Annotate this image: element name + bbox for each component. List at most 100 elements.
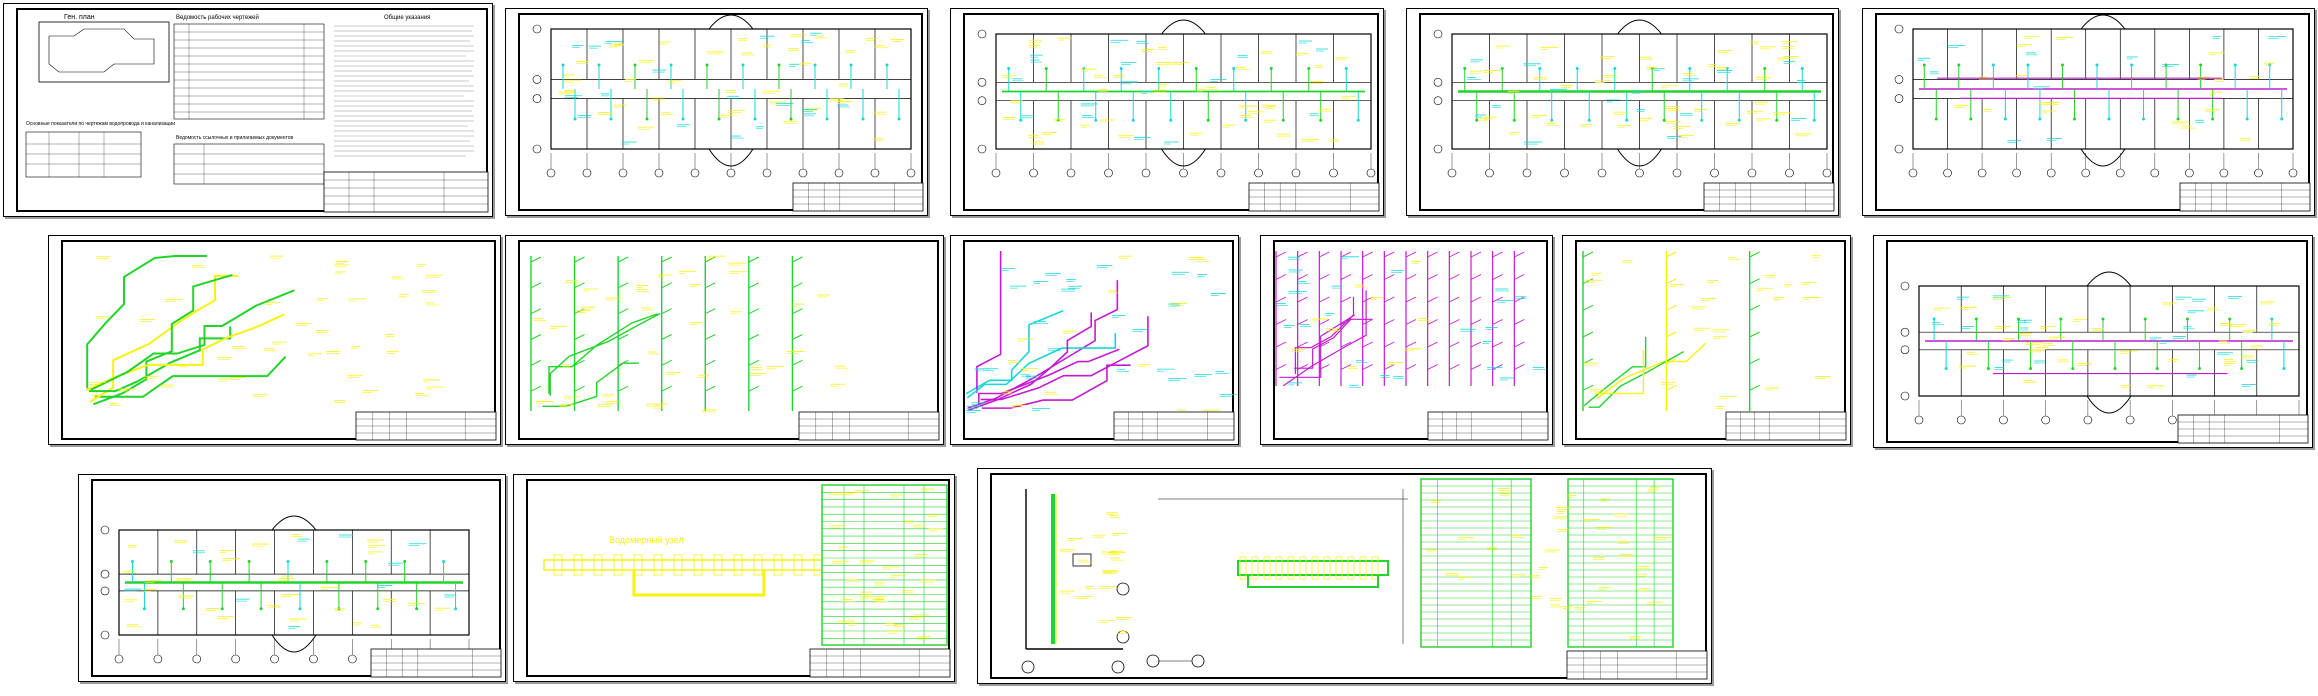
axis-bubble	[546, 168, 556, 178]
axis-bubble	[2081, 168, 2091, 178]
axis-bubble	[2254, 168, 2263, 178]
pipe-run	[967, 312, 1092, 412]
notes-content	[25, 21, 489, 213]
axis-bubble	[1956, 415, 1966, 425]
drawing-sheet-11[interactable]	[1873, 235, 2313, 448]
drawing-sheet-14[interactable]	[977, 468, 1712, 684]
pipe-run	[1588, 351, 1684, 408]
axis-bubble	[1433, 144, 1443, 154]
axis-bubble	[2219, 168, 2229, 178]
axis-bubble	[1597, 168, 1607, 178]
axis-bubble	[618, 168, 628, 178]
axis-bubble	[1943, 168, 1952, 178]
axis-bubble	[100, 586, 110, 596]
drawing-sheet-1[interactable]: Ген. план Ведомость рабочих чертежей Общ…	[3, 3, 493, 217]
riser-scheme	[530, 255, 940, 441]
floor-plan-drawing	[532, 14, 924, 212]
drawing-sheet-4[interactable]	[1406, 8, 1839, 216]
axis-bubble	[1066, 168, 1076, 178]
valve	[813, 554, 823, 576]
axis-bubble	[977, 78, 987, 87]
sheet-frame	[518, 240, 939, 440]
axis-bubble	[977, 96, 987, 105]
sheet-frame	[61, 240, 496, 440]
axis-bubble	[762, 168, 772, 178]
valve	[573, 554, 583, 576]
dome-bay	[1161, 19, 1206, 35]
water-meter-node	[543, 484, 951, 678]
axis-bubble	[870, 168, 880, 178]
pipe-run	[85, 313, 285, 392]
drawing-sheet-13[interactable]: Водомерный узел	[513, 474, 955, 682]
indicators-header: Основные показатели по чертежам водопров…	[26, 121, 176, 127]
valve	[553, 554, 563, 576]
drawing-sheet-5[interactable]	[1862, 8, 2315, 216]
axis-bubble	[582, 168, 592, 178]
axis-bubble	[2288, 168, 2298, 178]
axis-bubble	[834, 168, 844, 178]
axis-bubble	[690, 168, 700, 178]
fitting	[1359, 556, 1367, 580]
riser-grid-scheme	[1275, 251, 1549, 441]
sheet-frame	[963, 13, 1379, 211]
sheet-frame	[990, 473, 1707, 679]
drawing-sheet-2[interactable]	[505, 8, 928, 216]
floor-plan-drawing	[977, 19, 1380, 212]
axis-bubble	[2150, 168, 2160, 178]
valve	[733, 554, 743, 576]
sheet-frame	[526, 479, 950, 677]
drawing-sheet-7[interactable]	[505, 235, 944, 445]
axis-bubble	[1710, 168, 1719, 178]
axis-bubble	[2083, 415, 2093, 425]
axis-bubble	[1104, 168, 1113, 178]
axis-bubble	[2185, 168, 2194, 178]
axis-bubble	[1179, 168, 1188, 178]
fitting	[1251, 556, 1259, 580]
drawing-sheet-12[interactable]	[78, 474, 506, 682]
pipe-run	[965, 309, 1064, 395]
axis-bubble	[1116, 582, 1130, 596]
axis-bubble	[1522, 168, 1532, 178]
axis-bubble	[1146, 654, 1160, 668]
drawing-sheet-10[interactable]	[1562, 235, 1851, 445]
pipe-run	[1279, 314, 1356, 378]
axis-bubble	[1433, 78, 1443, 87]
axis-bubble	[1560, 168, 1569, 178]
axis-bubble	[532, 24, 542, 34]
axis-bubble	[100, 630, 110, 640]
plan-label: Ген. план	[64, 14, 95, 21]
axis-bubble	[726, 168, 736, 178]
axis-bubble	[1291, 168, 1301, 178]
dome-bay	[271, 515, 317, 531]
drawing-sheet-6[interactable]	[48, 235, 501, 445]
axis-bubble	[1894, 75, 1904, 84]
fitting	[1299, 556, 1307, 580]
axis-bubble	[654, 168, 664, 178]
building-outline	[1918, 285, 2300, 397]
axis-bubble	[1021, 660, 1035, 674]
drawing-sheet-9[interactable]	[1260, 235, 1553, 445]
drawing-sheet-8[interactable]	[950, 235, 1239, 445]
axis-bubble	[977, 29, 987, 39]
axis-bubble	[2041, 415, 2050, 425]
pipe-run	[1294, 296, 1355, 375]
pipe-run	[967, 280, 1119, 409]
axis-bubble	[153, 654, 163, 664]
fitting	[1335, 556, 1343, 580]
axis-bubble	[1191, 654, 1205, 668]
axis-bubble	[1433, 29, 1443, 39]
fitting	[1263, 556, 1271, 580]
sheet-frame	[1273, 240, 1548, 440]
pipe-run	[542, 362, 639, 408]
axis-bubble	[231, 654, 240, 664]
pipe-run	[1595, 350, 1645, 395]
axis-bubble	[1447, 168, 1457, 178]
drawing-sheet-3[interactable]	[950, 8, 1384, 216]
fitting	[1239, 556, 1247, 580]
entrance-bay	[2080, 148, 2126, 167]
fitting	[1287, 556, 1295, 580]
building-outline	[118, 529, 470, 636]
axis-bubble	[906, 168, 916, 178]
axis-bubble	[348, 654, 357, 664]
valve	[633, 554, 643, 576]
